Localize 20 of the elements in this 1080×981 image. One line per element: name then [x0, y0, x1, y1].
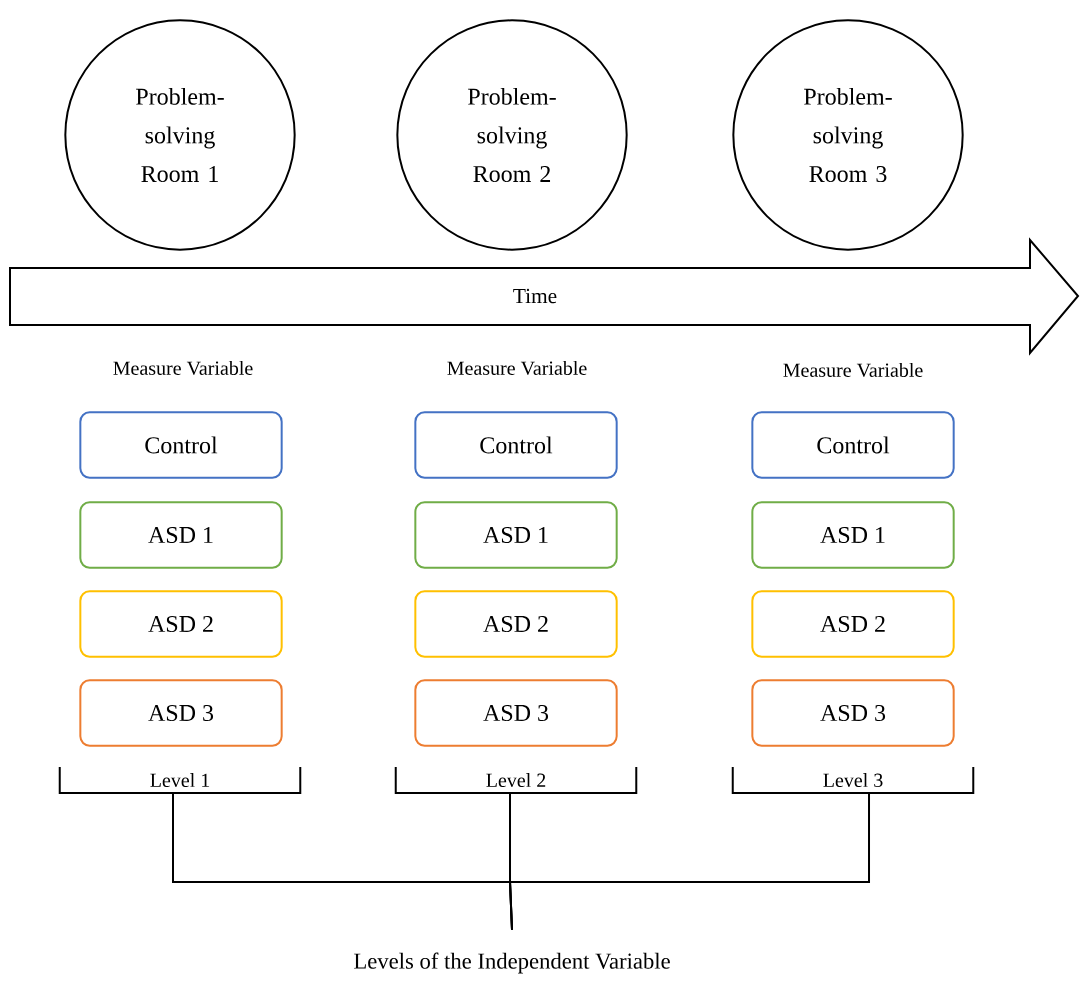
- group-box: ASD 1: [414, 501, 618, 569]
- group-box: ASD 1: [79, 501, 283, 569]
- group-box: Control: [414, 411, 618, 479]
- group-box: Control: [79, 411, 283, 479]
- group-box: ASD 2: [414, 590, 618, 658]
- axis-caption: Levels of the Independent Variable: [354, 952, 670, 974]
- group-box: ASD 3: [751, 679, 955, 747]
- group-box: Control: [751, 411, 955, 479]
- column-heading: Measure Variable: [447, 360, 587, 376]
- level-bracket: Level 1: [58, 766, 302, 794]
- group-box: ASD 3: [79, 679, 283, 747]
- group-box: ASD 2: [751, 590, 955, 658]
- group-box: ASD 2: [79, 590, 283, 658]
- level-bracket: Level 3: [731, 766, 975, 794]
- column-heading: Measure Variable: [783, 362, 923, 378]
- column-heading: Measure Variable: [113, 360, 253, 376]
- group-box: ASD 3: [414, 679, 618, 747]
- group-box: ASD 1: [751, 501, 955, 569]
- connector-line: [508, 791, 870, 931]
- level-bracket: Level 2: [394, 766, 638, 794]
